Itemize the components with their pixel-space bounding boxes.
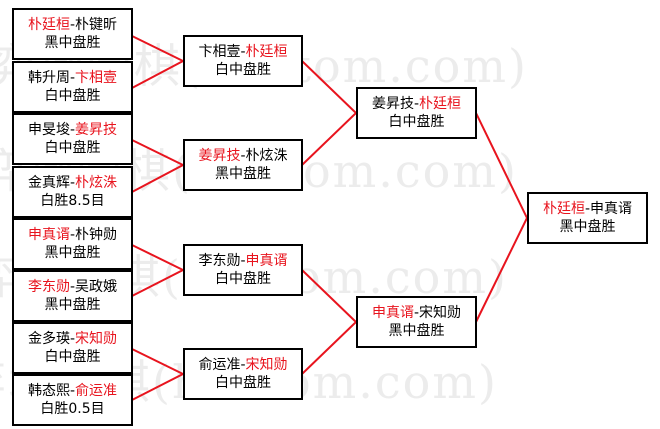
match-box[interactable]: 李东勋-申真谞 白中盘胜	[183, 244, 303, 296]
match-result: 白中盘胜	[44, 140, 101, 156]
match-result: 黑中盘胜	[44, 297, 101, 313]
player-name: 卞相壹	[75, 70, 118, 86]
player-name: 朴炫洙	[75, 175, 118, 191]
player-name: 韩态熙	[27, 383, 70, 399]
player-name: 申真谞	[245, 253, 288, 269]
player-name: 申真谞	[27, 227, 70, 243]
match-box[interactable]: 俞运准-宋知勋 白中盘胜	[183, 348, 303, 400]
player-name: 韩升周	[27, 70, 70, 86]
match-result: 白中盘胜	[388, 114, 445, 130]
match-box[interactable]: 卞相壹-朴廷桓 白中盘胜	[183, 35, 303, 87]
match-result: 黑中盘胜	[559, 219, 616, 235]
match-box[interactable]: 姜昇技-朴廷桓 白中盘胜	[356, 87, 477, 139]
player-name: 宋知勋	[419, 305, 462, 321]
player-name: 卞相壹	[198, 44, 241, 60]
match-result: 白胜0.5目	[40, 401, 105, 417]
connector-line	[131, 139, 186, 193]
player-name: 朴钟勋	[75, 227, 118, 243]
match-result: 白中盘胜	[215, 62, 271, 78]
player-name: 吴政娥	[75, 279, 118, 295]
player-name: 宋知勋	[245, 357, 288, 373]
player-name: 姜昇技	[371, 96, 414, 112]
match-box[interactable]: 金多瑛-宋知勋 白中盘胜	[12, 322, 133, 374]
connector-line	[131, 244, 186, 297]
player-name: 朴键昕	[75, 17, 118, 33]
connector-line	[301, 60, 358, 166]
match-result: 黑中盘胜	[44, 245, 101, 261]
match-result: 白胜8.5目	[40, 193, 105, 209]
connector-line	[301, 269, 358, 375]
connector-line	[475, 112, 529, 323]
player-name: 朴廷桓	[245, 44, 288, 60]
player-name: 申真谞	[371, 305, 414, 321]
player-name: 李东勋	[27, 279, 70, 295]
player-name: 俞运准	[198, 357, 241, 373]
match-result: 黑中盘胜	[215, 166, 271, 182]
match-result: 白中盘胜	[215, 375, 271, 391]
match-result: 白中盘胜	[44, 88, 101, 104]
player-name: 姜昇技	[75, 122, 118, 138]
player-name: 李东勋	[198, 253, 241, 269]
player-name: 朴廷桓	[27, 17, 70, 33]
connector-line	[131, 348, 186, 401]
match-result: 白中盘胜	[44, 349, 101, 365]
match-box[interactable]: 韩态熙-俞运准 白胜0.5目	[12, 374, 133, 426]
match-box[interactable]: 申真谞-宋知勋 黑中盘胜	[356, 296, 477, 348]
match-box[interactable]: 姜昇技-朴炫洙 黑中盘胜	[183, 139, 303, 191]
connector-line	[131, 35, 186, 89]
match-box[interactable]: 申真谞-朴钟勋 黑中盘胜	[12, 218, 133, 270]
player-name: 申旻埈	[27, 122, 70, 138]
match-result: 黑中盘胜	[388, 323, 445, 339]
player-name: 朴廷桓	[419, 96, 462, 112]
player-name: 金多瑛	[27, 331, 70, 347]
match-result: 黑中盘胜	[44, 35, 101, 51]
match-box[interactable]: 申旻埈-姜昇技 白中盘胜	[12, 113, 133, 165]
player-name: 朴廷桓	[542, 201, 585, 217]
player-name: 俞运准	[75, 383, 118, 399]
final-match-box[interactable]: 朴廷桓-申真谞 黑中盘胜	[527, 192, 648, 244]
player-name: 宋知勋	[75, 331, 118, 347]
match-box[interactable]: 金真辉-朴炫洙 白胜8.5目	[12, 166, 133, 218]
match-box[interactable]: 韩升周-卞相壹 白中盘胜	[12, 61, 133, 113]
match-result: 白中盘胜	[215, 271, 271, 287]
player-name: 姜昇技	[198, 148, 241, 164]
match-box[interactable]: 李东勋-吴政娥 黑中盘胜	[12, 270, 133, 322]
player-name: 朴炫洙	[245, 148, 288, 164]
player-name: 申真谞	[590, 201, 633, 217]
player-name: 金真辉	[27, 175, 70, 191]
match-box[interactable]: 朴廷桓-朴键昕 黑中盘胜	[12, 8, 133, 60]
